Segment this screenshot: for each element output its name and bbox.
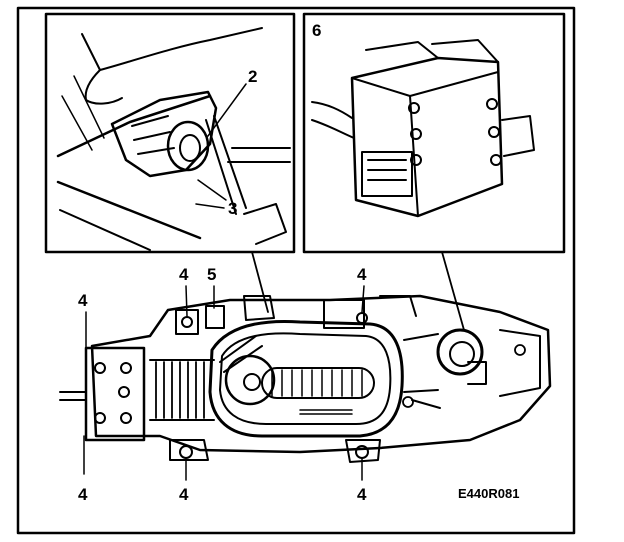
figure-reference-code: E440R081 (458, 486, 519, 501)
callout-5: 5 (207, 265, 216, 284)
leader-left-panel (251, 251, 269, 313)
detail-panel-right-frame (302, 12, 566, 254)
callout-4-top-a: 4 (179, 265, 189, 284)
callout-3: 3 (228, 199, 237, 218)
leader-right-panel (441, 251, 465, 331)
outer-frame (16, 6, 576, 535)
callout-4-bottom-left: 4 (78, 485, 88, 504)
callout-4-bottom-a: 4 (179, 485, 189, 504)
detail-panel-left: 2 3 (44, 12, 296, 254)
main-view: 4 4 5 4 4 4 4 (59, 265, 552, 504)
callout-4-left: 4 (78, 291, 88, 310)
detail-panel-right: 6 (302, 12, 566, 254)
callout-2: 2 (248, 67, 257, 86)
callout-4-top-b: 4 (357, 265, 367, 284)
detail-panel-left-frame (44, 12, 296, 254)
callout-6: 6 (312, 21, 321, 40)
callout-4-bottom-b: 4 (357, 485, 367, 504)
